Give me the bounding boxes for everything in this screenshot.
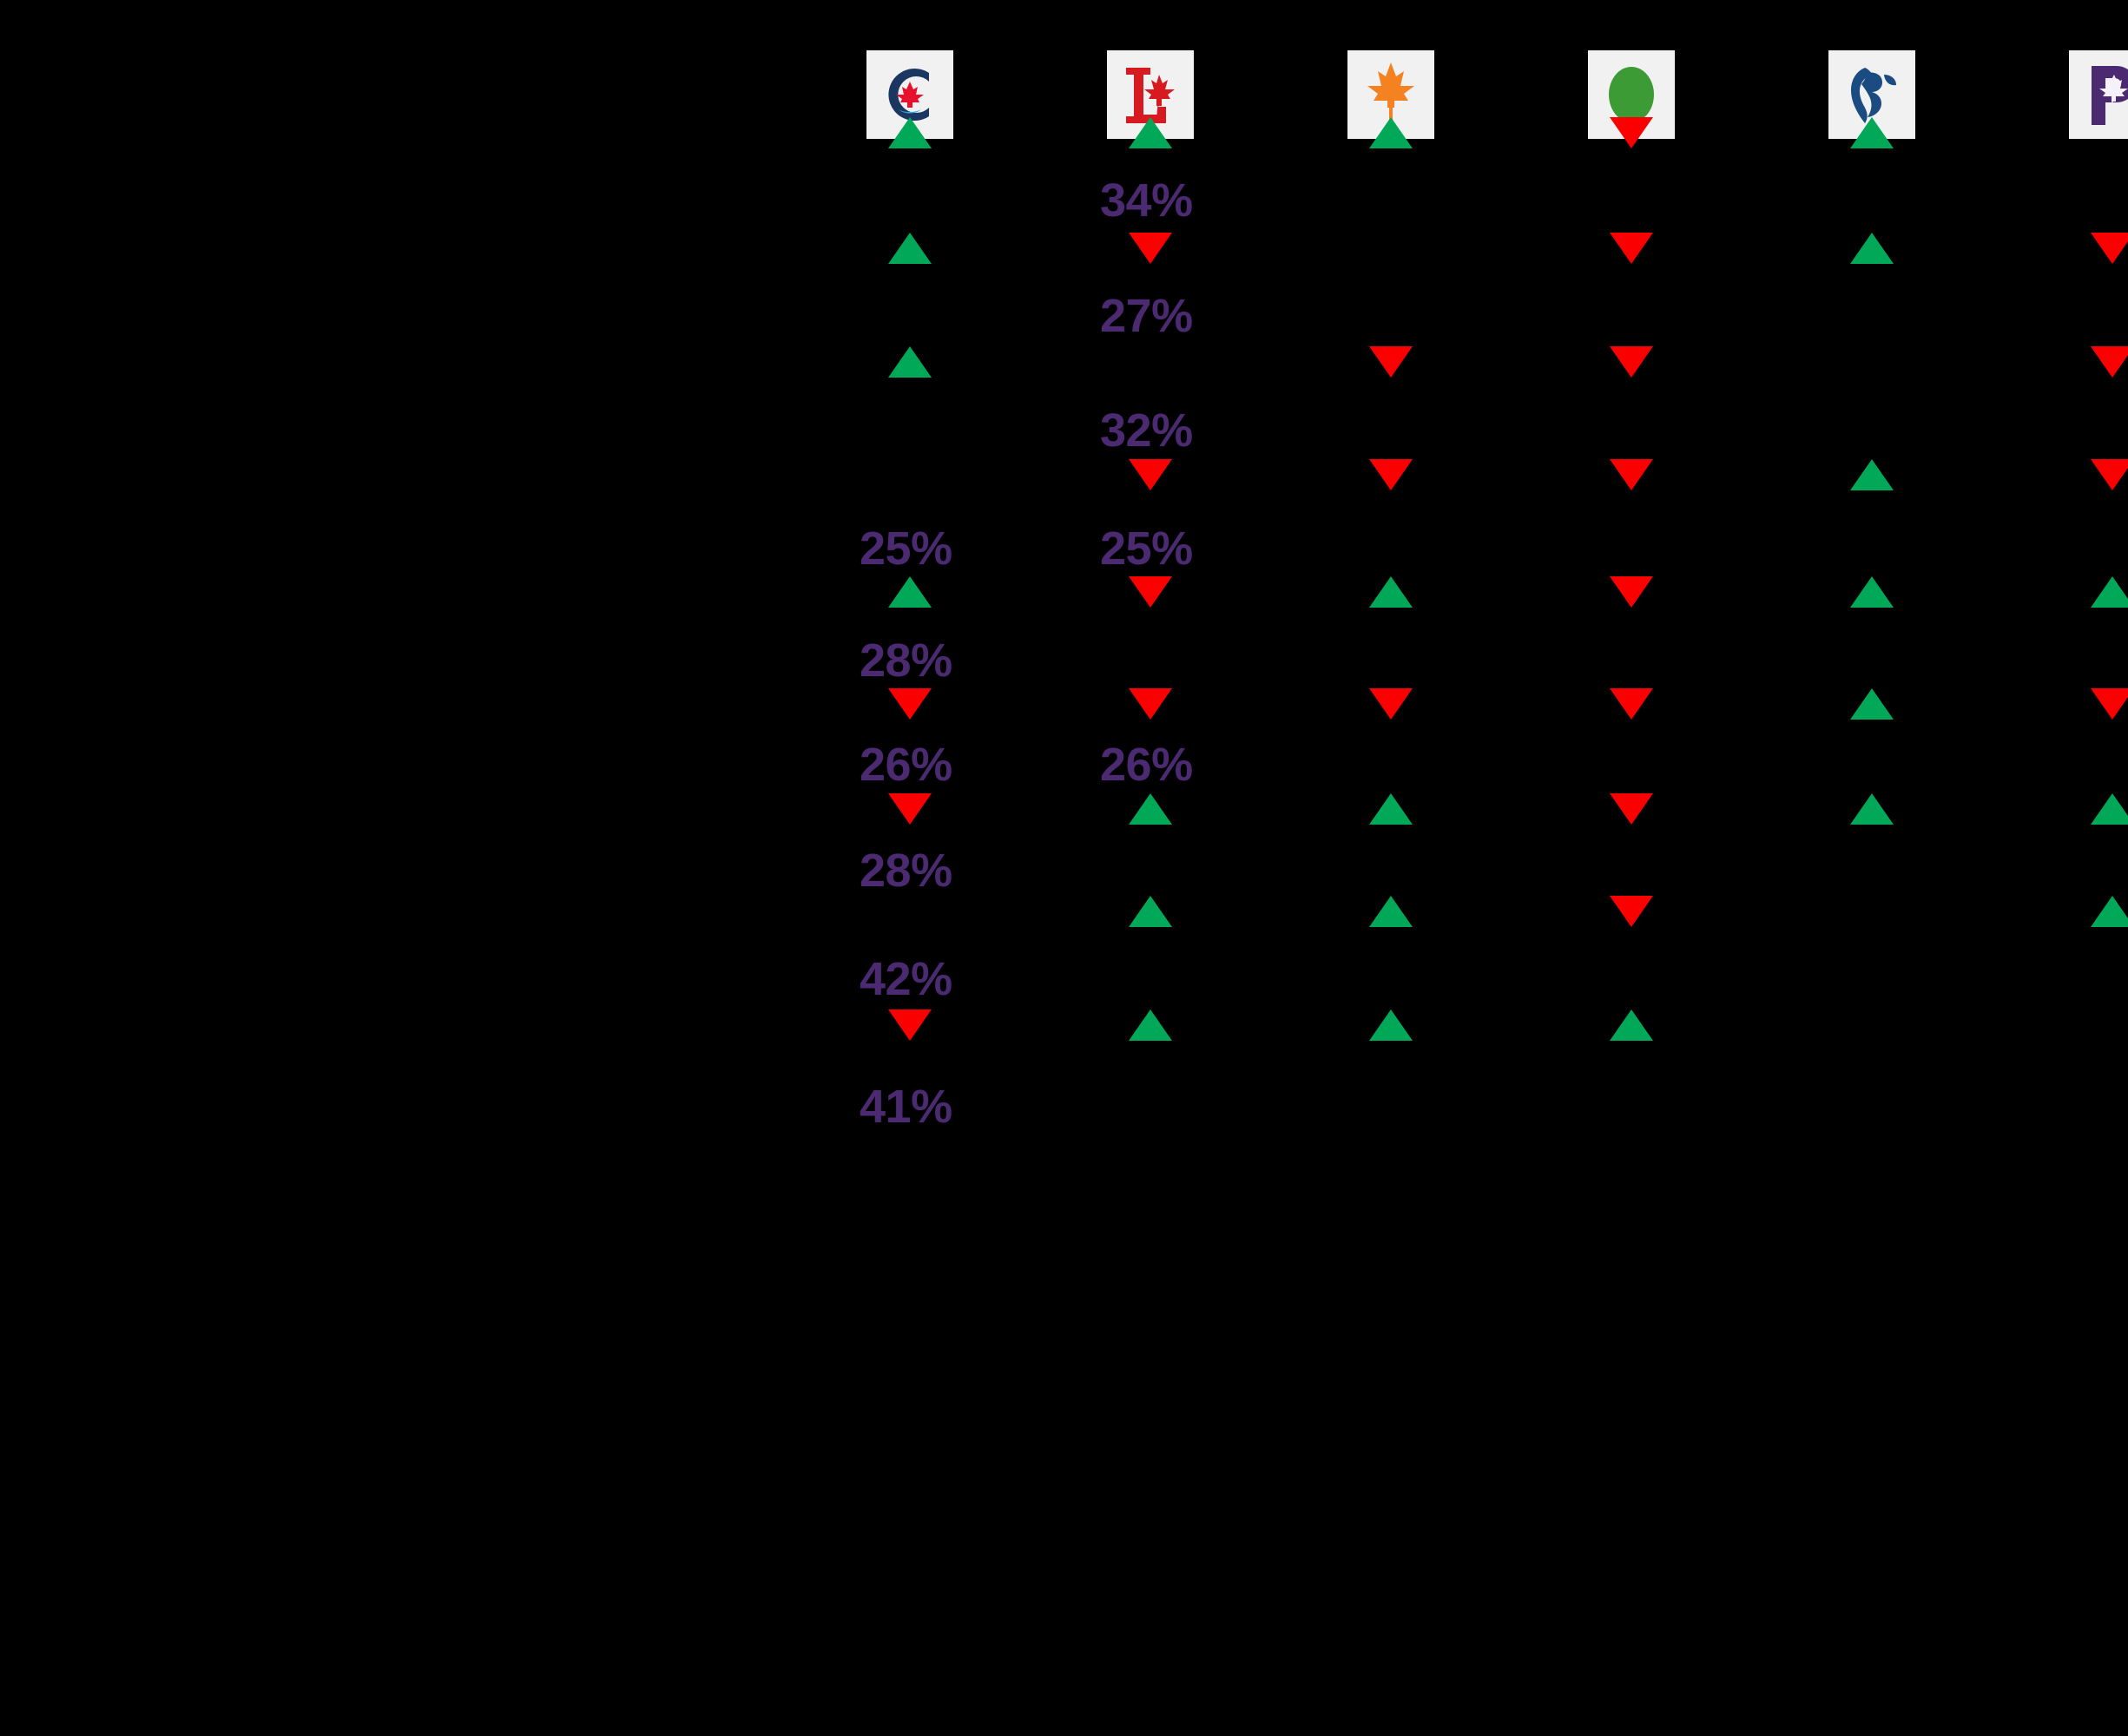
decrease-triangle-icon [1610, 233, 1653, 264]
decrease-triangle-icon [1369, 459, 1413, 490]
increase-triangle-icon [1850, 576, 1894, 608]
decrease-triangle-icon [1610, 688, 1653, 720]
decrease-triangle-icon [888, 793, 932, 825]
increase-triangle-icon [1129, 896, 1172, 927]
decrease-triangle-icon [1610, 576, 1653, 608]
decrease-triangle-icon [1369, 346, 1413, 378]
increase-triangle-icon [1369, 1009, 1413, 1041]
increase-triangle-icon [2091, 896, 2128, 927]
increase-triangle-icon [2091, 576, 2128, 608]
decrease-triangle-icon [888, 1009, 932, 1041]
decrease-triangle-icon [1369, 688, 1413, 720]
percent-label: 28% [860, 635, 952, 687]
percent-label: 34% [1100, 174, 1193, 227]
increase-triangle-icon [888, 233, 932, 264]
decrease-triangle-icon [888, 688, 932, 720]
increase-triangle-icon [888, 576, 932, 608]
decrease-triangle-icon [2091, 459, 2128, 490]
decrease-triangle-icon [1129, 459, 1172, 490]
percent-label: 25% [860, 523, 952, 575]
decrease-triangle-icon [1610, 793, 1653, 825]
increase-triangle-icon [1129, 793, 1172, 825]
increase-triangle-icon [1369, 576, 1413, 608]
increase-triangle-icon [888, 117, 932, 148]
party-logo-header-row [0, 50, 2128, 139]
decrease-triangle-icon [2091, 346, 2128, 378]
decrease-triangle-icon [1610, 346, 1653, 378]
percent-label: 32% [1100, 404, 1193, 457]
ppc-logo-icon [2079, 61, 2128, 128]
increase-triangle-icon [1850, 459, 1894, 490]
increase-triangle-icon [1850, 688, 1894, 720]
increase-triangle-icon [1850, 793, 1894, 825]
increase-triangle-icon [1850, 117, 1894, 148]
decrease-triangle-icon [1129, 233, 1172, 264]
percent-label: 28% [860, 845, 952, 897]
increase-triangle-icon [2091, 793, 2128, 825]
green-party-circle-logo-icon [1598, 61, 1664, 128]
percent-label: 42% [860, 953, 952, 1005]
decrease-triangle-icon [1610, 896, 1653, 927]
decrease-triangle-icon [1129, 688, 1172, 720]
conservative-party-logo-icon [877, 61, 943, 128]
decrease-triangle-icon [2091, 688, 2128, 720]
percent-label: 27% [1100, 290, 1193, 342]
percent-label: 41% [860, 1081, 952, 1133]
increase-triangle-icon [1129, 1009, 1172, 1041]
percent-label: 26% [860, 739, 952, 791]
ppc-logo[interactable] [2069, 50, 2128, 139]
increase-triangle-icon [1129, 117, 1172, 148]
increase-triangle-icon [1850, 233, 1894, 264]
bloc-quebecois-logo-icon [1839, 61, 1905, 128]
increase-triangle-icon [888, 346, 932, 378]
decrease-triangle-icon [1610, 117, 1653, 148]
percent-label: 25% [1100, 523, 1193, 575]
increase-triangle-icon [1610, 1009, 1653, 1041]
increase-triangle-icon [1369, 896, 1413, 927]
percent-label: 26% [1100, 739, 1193, 791]
decrease-triangle-icon [1610, 459, 1653, 490]
increase-triangle-icon [1369, 793, 1413, 825]
decrease-triangle-icon [1129, 576, 1172, 608]
liberal-party-logo-icon [1117, 61, 1183, 128]
increase-triangle-icon [1369, 117, 1413, 148]
decrease-triangle-icon [2091, 233, 2128, 264]
